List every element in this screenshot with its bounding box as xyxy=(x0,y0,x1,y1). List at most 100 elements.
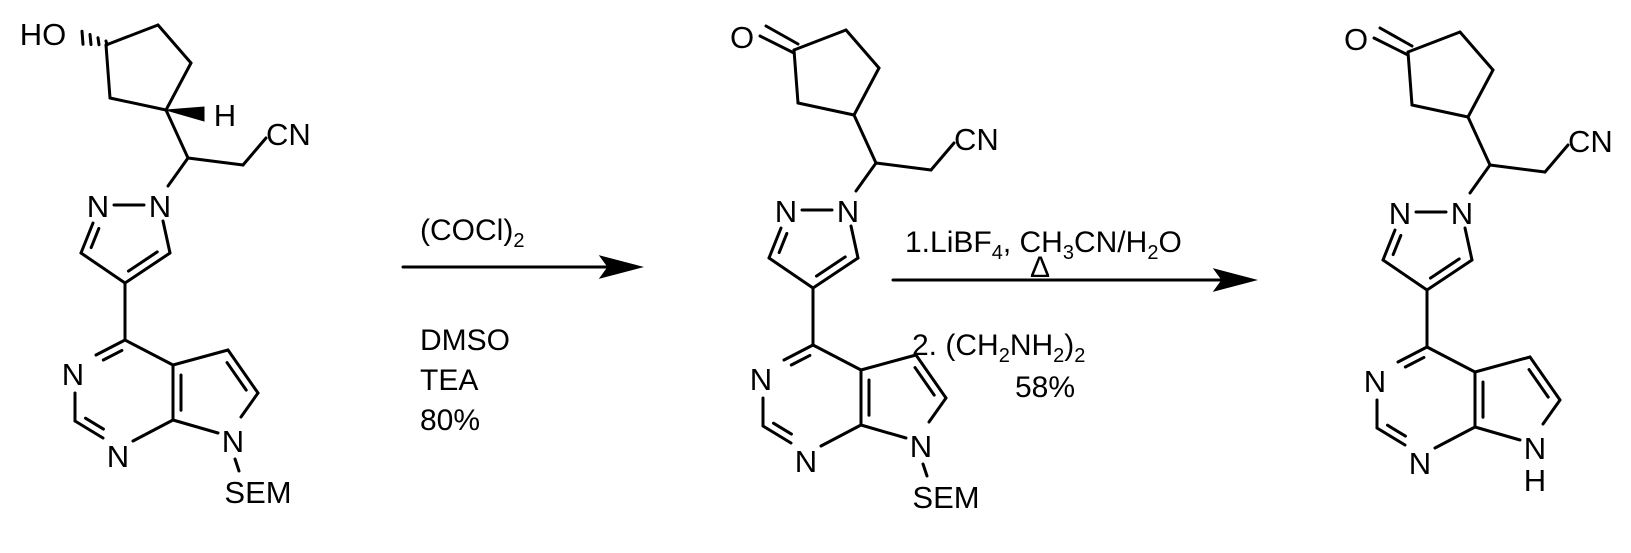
pyrazole-n1-label: N xyxy=(149,189,171,224)
pyrimidine-n1-label: N xyxy=(795,444,817,479)
bond xyxy=(1398,347,1427,362)
bond xyxy=(851,226,858,258)
bond xyxy=(1468,70,1493,117)
bond xyxy=(168,158,188,186)
bond xyxy=(125,340,173,365)
pyrimidine-n3-label: N xyxy=(750,362,772,397)
double-bond-inner xyxy=(103,350,122,360)
product-structure: OCNNNNNNH xyxy=(1344,22,1613,498)
yield-step-1: 80% xyxy=(420,404,480,437)
heat-symbol: Δ xyxy=(1030,251,1050,284)
double-bond-inner xyxy=(915,368,934,396)
bond xyxy=(854,115,876,163)
nitrile-label: CN xyxy=(954,122,999,157)
pyrrole-n7-label: N xyxy=(1524,431,1546,466)
double-bond-inner xyxy=(128,252,157,271)
nh-hydrogen-label: H xyxy=(1524,463,1546,498)
bond xyxy=(854,68,879,115)
bond xyxy=(133,420,173,441)
bond xyxy=(769,258,813,288)
pyrimidine-n3-label: N xyxy=(1364,364,1386,399)
pyrazole-n2-label: N xyxy=(87,189,109,224)
bond xyxy=(1377,428,1405,445)
bond xyxy=(798,103,854,115)
double-bond-inner xyxy=(791,355,810,365)
bond xyxy=(1408,52,1412,105)
bond xyxy=(166,110,188,158)
reagent-line-2: 2. (CH2NH2)2 xyxy=(912,329,1085,367)
n-sem-bond xyxy=(235,459,239,471)
bond xyxy=(846,30,879,68)
bond xyxy=(794,50,798,103)
yield-step-2: 58% xyxy=(1015,371,1075,404)
bond xyxy=(1470,165,1490,193)
carbonyl-oxygen-label: O xyxy=(730,20,754,55)
bond xyxy=(876,163,931,170)
double-bond-inner xyxy=(91,228,99,247)
bond xyxy=(106,25,158,45)
bond xyxy=(1465,228,1472,260)
bond xyxy=(1435,427,1475,448)
bond xyxy=(1460,32,1493,70)
stereo-hydrogen-label: H xyxy=(214,98,236,133)
double-bond-inner xyxy=(1393,235,1401,254)
pyrrole-n7-label: N xyxy=(910,429,932,464)
bond xyxy=(1490,165,1545,172)
bond xyxy=(158,25,191,63)
double-bond-inner xyxy=(1405,357,1424,367)
bond xyxy=(1408,32,1460,52)
bond xyxy=(1543,400,1560,424)
pyrimidine-n1-label: N xyxy=(1409,446,1431,481)
bond xyxy=(861,355,916,370)
double-bond-inner xyxy=(816,257,845,276)
bond xyxy=(931,143,954,170)
bond xyxy=(75,421,103,438)
reaction-step-1: (COCl)2 DMSO TEA 80% xyxy=(403,214,642,437)
reagent-dmso: DMSO xyxy=(420,324,510,357)
bond xyxy=(1475,427,1520,440)
sem-group-label: SEM xyxy=(224,475,291,510)
bond xyxy=(106,45,110,98)
double-bond-inner xyxy=(779,233,787,252)
reagent-tea: TEA xyxy=(420,364,478,397)
bond xyxy=(173,420,218,433)
pyrimidine-n3-label: N xyxy=(62,357,84,392)
n-sem-bond xyxy=(923,464,927,476)
pyrazole-n1-label: N xyxy=(837,194,859,229)
bond xyxy=(81,253,125,283)
bond xyxy=(188,158,243,165)
pyrimidine-n1-label: N xyxy=(107,439,129,474)
bond xyxy=(163,221,170,253)
bond xyxy=(96,340,125,355)
bond xyxy=(813,345,861,370)
reagent-oxalyl-chloride: (COCl)2 xyxy=(420,214,524,252)
double-bond-inner xyxy=(1529,370,1548,398)
bond xyxy=(784,345,813,360)
double-bond-inner xyxy=(1430,259,1459,278)
bond xyxy=(173,350,228,365)
bond xyxy=(1475,357,1530,372)
bond xyxy=(929,398,946,422)
bond xyxy=(1383,260,1427,290)
nitrile-label: CN xyxy=(266,117,311,152)
bond xyxy=(794,30,846,50)
double-bond-inner xyxy=(227,363,246,391)
bond xyxy=(1427,347,1475,372)
hashed-bond xyxy=(90,35,91,45)
bond xyxy=(1545,145,1568,172)
pyrazole-n1-label: N xyxy=(1451,196,1473,231)
bond xyxy=(166,63,191,110)
hashed-bond xyxy=(98,38,99,45)
nitrile-label: CN xyxy=(1568,124,1613,159)
sem-group-label: SEM xyxy=(912,480,979,515)
reaction-step-2: 1.LiBF4, CH3CN/H2O Δ 2. (CH2NH2)2 58% xyxy=(893,226,1256,404)
ketone-intermediate-structure: O CN N N N N N SEM xyxy=(730,20,999,515)
bond xyxy=(1412,105,1468,117)
pyrazole-n2-label: N xyxy=(1389,196,1411,231)
bond xyxy=(110,98,166,110)
bond xyxy=(1468,117,1490,165)
pyrazole-n2-label: N xyxy=(775,194,797,229)
bond xyxy=(763,426,791,443)
hydroxyl-label: HO xyxy=(20,17,67,52)
